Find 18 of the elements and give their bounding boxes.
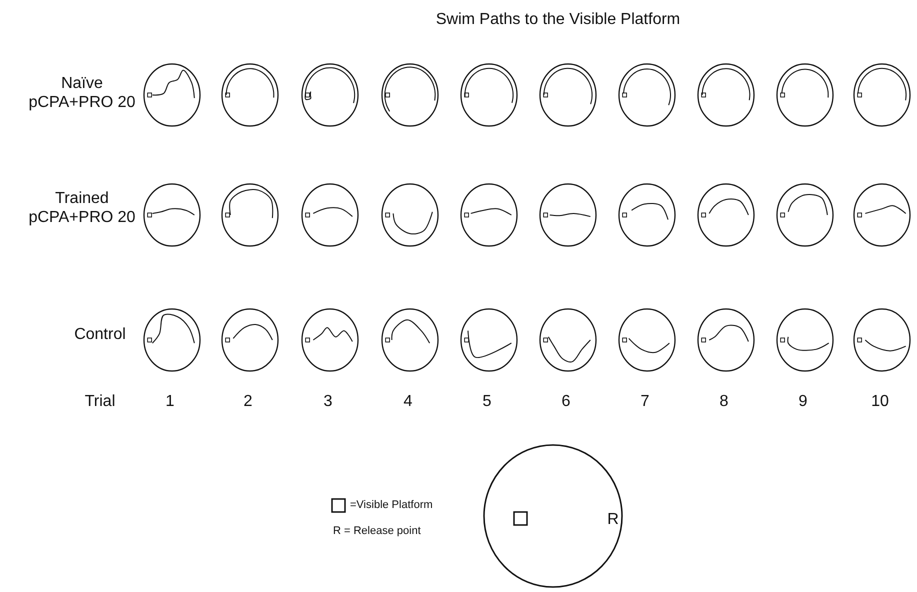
chart-title: Swim Paths to the Visible Platform xyxy=(436,10,680,30)
trial-number: 7 xyxy=(640,392,650,412)
row-label: Control xyxy=(74,325,126,345)
axis-title: Trial xyxy=(84,392,116,412)
release-point-marker: R xyxy=(607,510,619,530)
trial-number: 9 xyxy=(798,392,808,412)
trial-number: 5 xyxy=(482,392,492,412)
trial-number: 1 xyxy=(166,392,174,412)
legend-label: =Visible Platform xyxy=(350,499,433,513)
trial-number: 6 xyxy=(562,392,570,412)
row-label: Naïve pCPA+PRO 20 xyxy=(28,74,136,112)
trial-number: 4 xyxy=(404,392,412,412)
row-label: Trained pCPA+PRO 20 xyxy=(28,188,136,228)
trial-number: 3 xyxy=(324,392,332,412)
trial-number: 10 xyxy=(871,392,889,412)
trial-number: 8 xyxy=(720,392,728,412)
legend-label: R = Release point xyxy=(333,525,421,539)
trial-number: 2 xyxy=(244,392,252,412)
